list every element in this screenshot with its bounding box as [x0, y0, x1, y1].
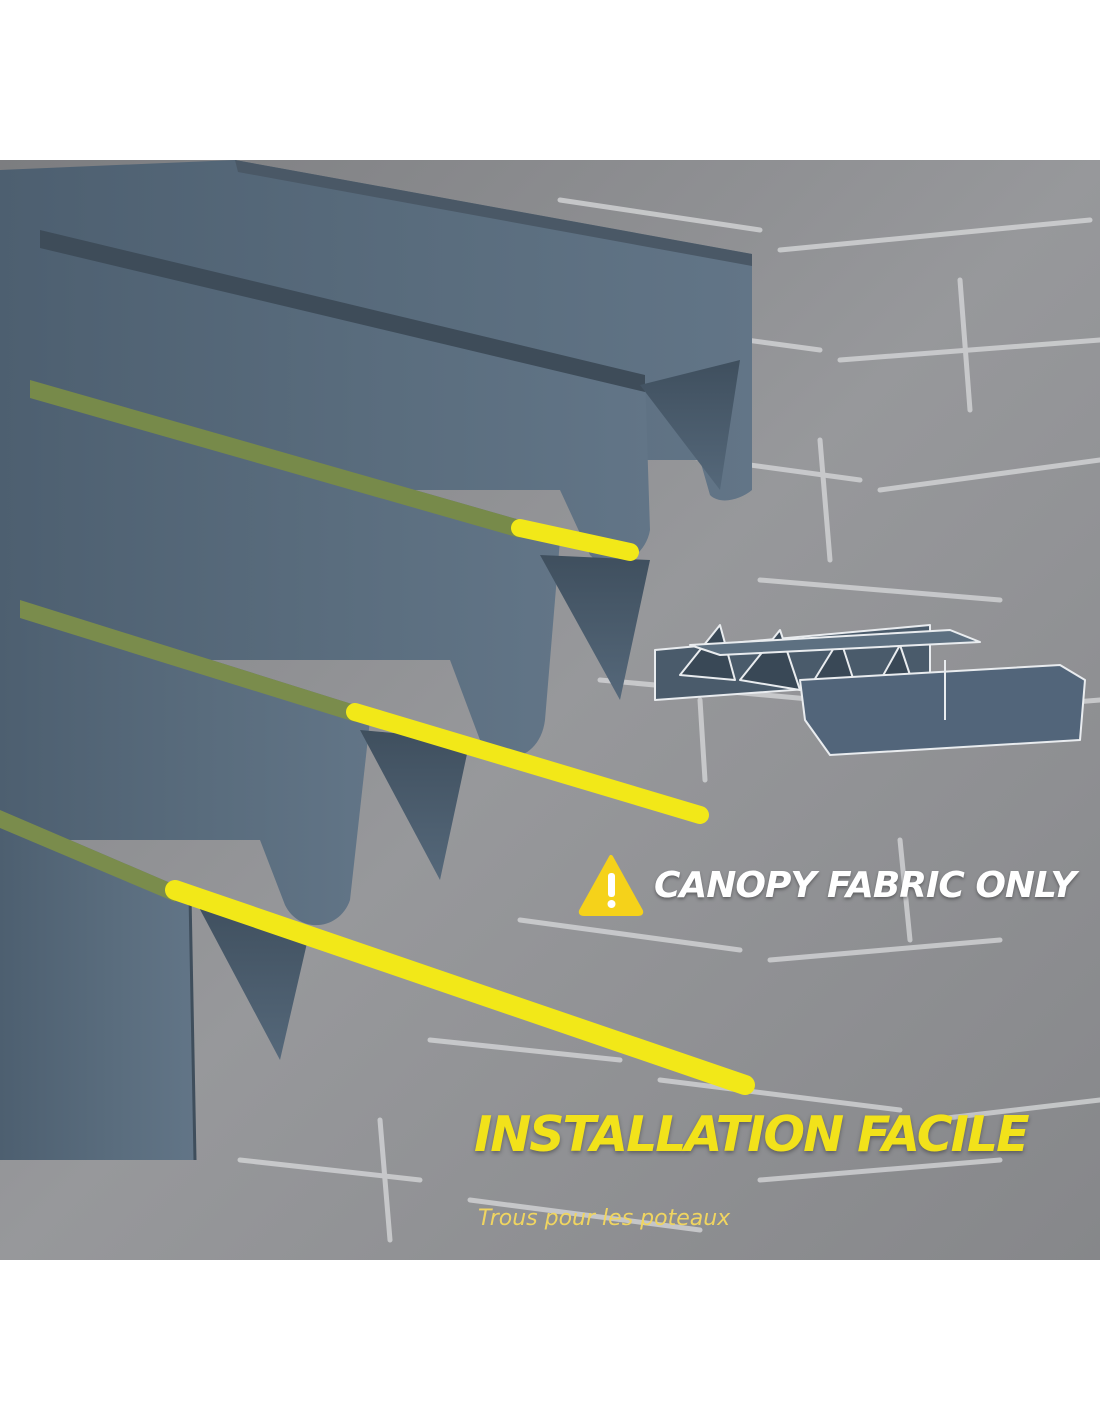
canopy-scene — [0, 160, 1100, 1260]
canopy-thumbnail — [654, 624, 1086, 756]
canopy-fabric-only-label: CANOPY FABRIC ONLY — [654, 864, 1076, 906]
product-photo: CANOPY FABRIC ONLY INSTALLATION FACILE T… — [0, 160, 1100, 1260]
canopy-fabric — [0, 160, 752, 1161]
installation-headline: INSTALLATION FACILE — [474, 1106, 1030, 1163]
warning-banner: CANOPY FABRIC ONLY — [578, 853, 1076, 917]
warning-triangle-icon — [578, 855, 644, 916]
holes-for-poles-caption: Trous pour les poteaux — [478, 1206, 731, 1231]
yellow-poles — [165, 519, 755, 1095]
